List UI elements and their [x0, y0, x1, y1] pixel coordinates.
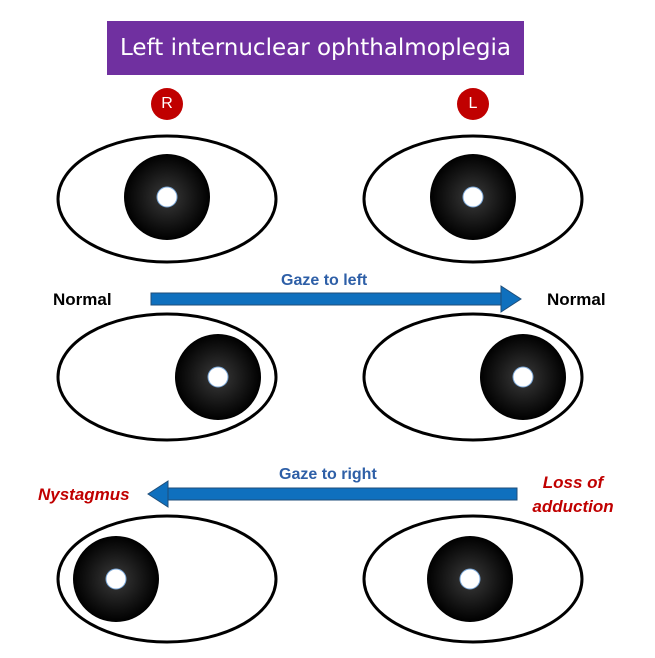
pupil-highlight	[459, 568, 481, 590]
row3-left-eye	[362, 514, 584, 644]
row2-right-eye-label: Normal	[53, 290, 112, 309]
loss-of-adduction-label: Loss of adduction	[528, 471, 618, 519]
left-eye-badge: L	[457, 88, 489, 120]
row2-right-eye	[56, 312, 278, 442]
pupil-highlight	[207, 366, 229, 388]
pupil-highlight	[462, 186, 484, 208]
pupil-highlight	[156, 186, 178, 208]
loss-of-adduction-line1: Loss of	[542, 473, 604, 492]
row3-right-eye	[56, 514, 278, 644]
pupil-highlight	[512, 366, 534, 388]
right-eye-badge: R	[151, 88, 183, 120]
diagram-title: Left internuclear ophthalmoplegia	[107, 21, 524, 75]
pupil-highlight	[105, 568, 127, 590]
row2-left-eye-label: Normal	[547, 290, 606, 309]
gaze-right-label: Gaze to right	[279, 466, 377, 483]
gaze-right-arrow	[147, 480, 518, 508]
nystagmus-label: Nystagmus	[38, 485, 130, 504]
row2-left-eye	[362, 312, 584, 442]
gaze-left-label: Gaze to left	[281, 272, 368, 289]
row1-right-eye	[56, 134, 278, 264]
row1-left-eye	[362, 134, 584, 264]
gaze-left-arrow	[150, 285, 522, 313]
loss-of-adduction-line2: adduction	[532, 497, 614, 516]
